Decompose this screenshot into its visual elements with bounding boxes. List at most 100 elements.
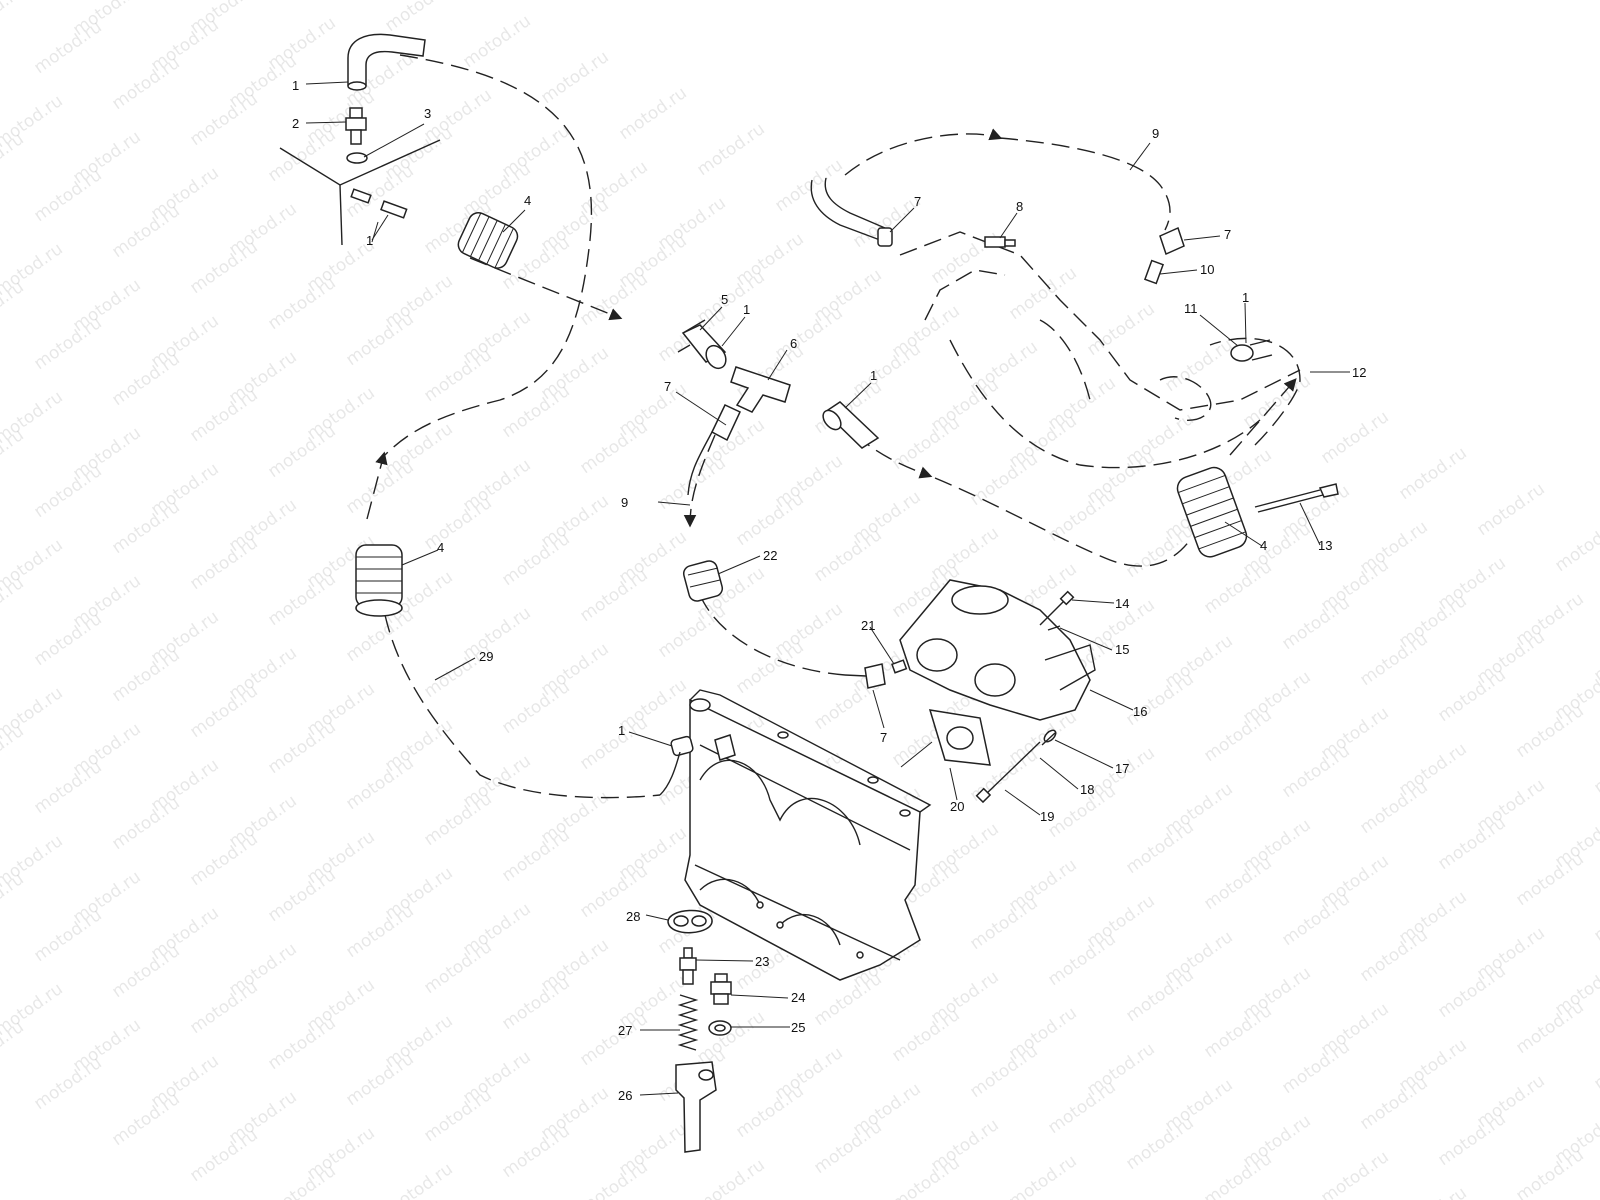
callout-1: 1 — [1242, 290, 1249, 305]
watermark-text: motod.ru — [342, 457, 417, 518]
watermark-text: motod.ru — [1200, 1001, 1275, 1062]
part-plugs-1 — [350, 188, 408, 241]
part-washer-25 — [708, 1020, 732, 1036]
watermark-text: motod.ru — [264, 717, 339, 778]
watermark-text: motod.ru — [264, 125, 339, 186]
part-spring-27 — [677, 994, 699, 1051]
watermark-text: motod.ru — [0, 0, 28, 42]
watermark-text: motod.ru — [732, 637, 807, 698]
watermark-text: motod.ru — [1512, 701, 1587, 762]
part-fitting-8 — [984, 236, 1016, 248]
watermark-text: motod.ru — [381, 1159, 456, 1200]
part-housing-26 — [675, 1061, 717, 1153]
part-hose-1-engine — [659, 734, 736, 796]
part-valve-23 — [679, 947, 697, 985]
callout-9: 9 — [621, 495, 628, 510]
watermark-text: motod.ru — [1512, 849, 1587, 910]
watermark-text: motod.ru — [966, 449, 1041, 510]
callout-23: 23 — [755, 954, 769, 969]
watermark-text: motod.ru — [1005, 263, 1080, 324]
watermark-text: motod.ru — [0, 1017, 28, 1078]
callout-1: 1 — [618, 723, 625, 738]
watermark-text: motod.ru — [1356, 925, 1431, 986]
watermark-text: motod.ru — [264, 421, 339, 482]
watermark-text: motod.ru — [1590, 1033, 1600, 1094]
watermark-text: motod.ru — [186, 237, 261, 298]
callout-11: 11 — [1184, 301, 1198, 316]
watermark-text: motod.ru — [927, 227, 1002, 288]
callout-29: 29 — [479, 649, 493, 664]
part-washer-3 — [346, 152, 368, 164]
watermark-text: motod.ru — [1278, 593, 1353, 654]
watermark-text: motod.ru — [342, 901, 417, 962]
watermark-text: motod.ru — [1083, 299, 1158, 360]
watermark-text: motod.ru — [30, 609, 105, 670]
watermark-text: motod.ru — [30, 313, 105, 374]
watermark-text: motod.ru — [108, 1089, 183, 1150]
watermark-text: motod.ru — [1356, 629, 1431, 690]
callout-8: 8 — [1016, 199, 1023, 214]
watermark-text: motod.ru — [1200, 853, 1275, 914]
watermark-text: motod.ru — [498, 825, 573, 886]
watermark-text: motod.ru — [1395, 443, 1470, 504]
part-tie-strap-13 — [1254, 483, 1339, 513]
watermark-text: motod.ru — [1122, 817, 1197, 878]
part-fitting-10 — [1143, 259, 1165, 285]
callout-1: 1 — [870, 368, 877, 383]
callout-3: 3 — [424, 106, 431, 121]
callout-15: 15 — [1115, 642, 1129, 657]
watermark-text: motod.ru — [1317, 1147, 1392, 1200]
watermark-text: motod.ru — [888, 1153, 963, 1200]
callout-1: 1 — [366, 233, 373, 248]
callout-leader-lines — [305, 81, 1350, 1096]
watermark-text: motod.ru — [108, 497, 183, 558]
part-bellows-4-top — [457, 212, 519, 269]
callout-5: 5 — [721, 292, 728, 307]
watermark-text: motod.ru — [1161, 335, 1236, 396]
watermark-text: motod.ru — [966, 1041, 1041, 1102]
watermark-text: motod.ru — [1122, 669, 1197, 730]
watermark-text: motod.ru — [108, 201, 183, 262]
callout-17: 17 — [1115, 761, 1129, 776]
watermark-text: motod.ru — [420, 345, 495, 406]
watermark-text: motod.ru — [810, 1117, 885, 1178]
callout-13: 13 — [1318, 538, 1332, 553]
callout-12: 12 — [1352, 365, 1366, 380]
watermark-text: motod.ru — [264, 1161, 339, 1200]
watermark-text: motod.ru — [186, 89, 261, 150]
watermark-text: motod.ru — [1044, 929, 1119, 990]
callout-19: 19 — [1040, 809, 1054, 824]
watermark-text: motod.ru — [459, 11, 534, 72]
watermark-text: motod.ru — [1278, 889, 1353, 950]
watermark-text: motod.ru — [186, 1125, 261, 1186]
part-bellows-4-right — [1176, 466, 1248, 558]
callout-7: 7 — [914, 194, 921, 209]
callout-4: 4 — [437, 540, 444, 555]
watermark-text: motod.ru — [1200, 557, 1275, 618]
watermark-text: motod.ru — [186, 829, 261, 890]
watermark-text: motod.ru — [30, 1053, 105, 1114]
watermark-text: motod.ru — [1512, 997, 1587, 1058]
watermark-text: motod.ru — [264, 865, 339, 926]
callout-22: 22 — [763, 548, 777, 563]
callout-26: 26 — [618, 1088, 632, 1103]
watermark-text: motod.ru — [1005, 1151, 1080, 1200]
part-gasket-20 — [928, 709, 991, 766]
watermark-text: motod.ru — [1200, 705, 1275, 766]
watermark-text: motod.ru — [420, 789, 495, 850]
callout-10: 10 — [1200, 262, 1214, 277]
callout-18: 18 — [1080, 782, 1094, 797]
watermark-text: motod.ru — [186, 385, 261, 446]
watermark-text: motod.ru — [732, 489, 807, 550]
callout-1: 1 — [743, 302, 750, 317]
part-fitting-2 — [345, 107, 367, 145]
watermark-text: motod.ru — [1356, 777, 1431, 838]
watermark-text: motod.ru — [810, 525, 885, 586]
watermark-text: motod.ru — [1278, 1037, 1353, 1098]
watermark-text: motod.ru — [186, 533, 261, 594]
watermark-text: motod.ru — [576, 1157, 651, 1200]
watermark-text: motod.ru — [420, 1085, 495, 1146]
watermark-text: motod.ru — [30, 757, 105, 818]
watermark-text: motod.ru — [30, 165, 105, 226]
